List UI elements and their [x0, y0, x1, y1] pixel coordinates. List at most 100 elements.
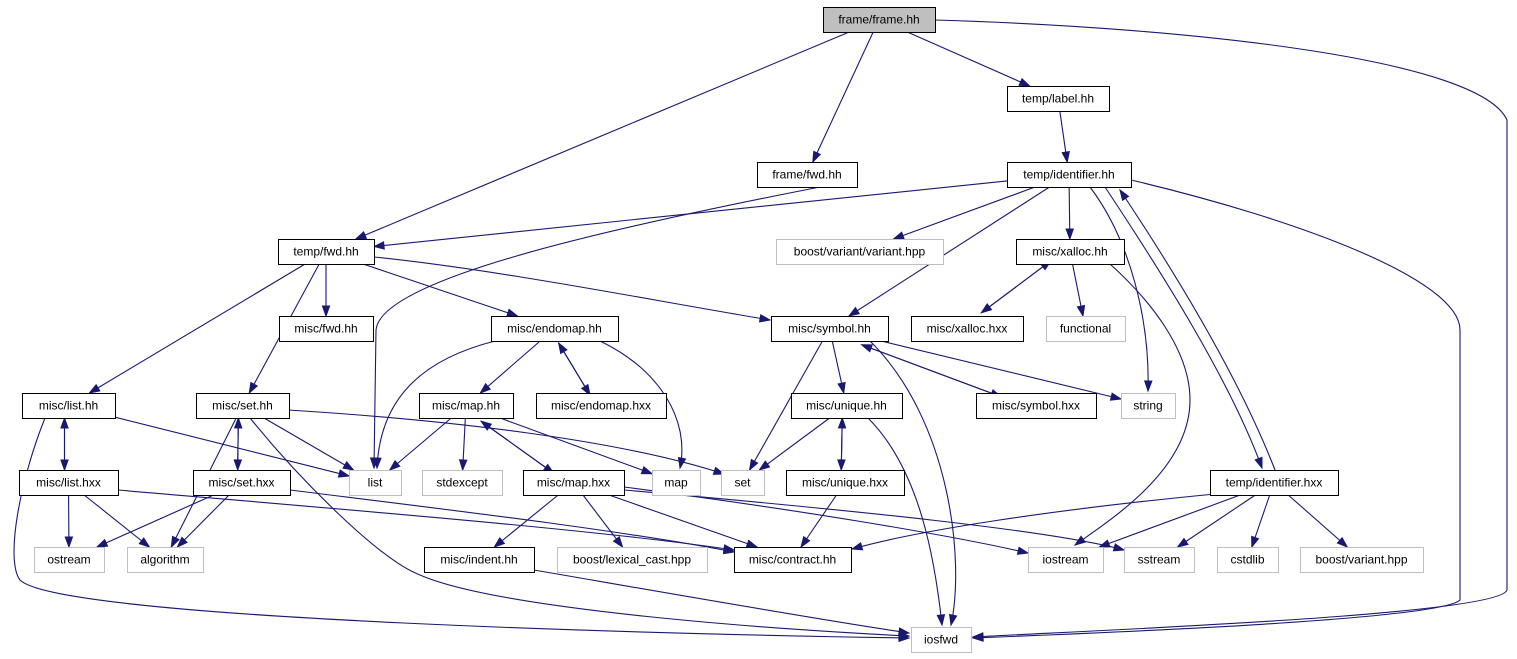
- node-box[interactable]: [911, 627, 972, 653]
- node-misc-map-hh[interactable]: misc/map.hh: [419, 393, 514, 419]
- edge-line: [83, 494, 150, 548]
- edge-arrowhead: [1076, 304, 1086, 318]
- node-misc-contract-hh[interactable]: misc/contract.hh: [734, 547, 852, 573]
- node-label: iosfwd: [924, 633, 958, 647]
- node-box[interactable]: [721, 470, 765, 496]
- node-algorithm[interactable]: algorithm: [127, 547, 204, 573]
- node-box[interactable]: [786, 470, 905, 496]
- node-box[interactable]: [791, 393, 903, 419]
- node-box[interactable]: [976, 393, 1097, 419]
- node-box[interactable]: [1007, 86, 1110, 112]
- node-cstdlib[interactable]: cstdlib: [1217, 547, 1279, 573]
- node-box[interactable]: [278, 239, 375, 265]
- node-box[interactable]: [1217, 547, 1279, 573]
- node-box[interactable]: [34, 547, 105, 573]
- node-temp-identifier-hh[interactable]: temp/identifier.hh: [1007, 162, 1132, 188]
- node-boost-lexical-cast-hpp[interactable]: boost/lexical_cast.hpp: [557, 547, 708, 573]
- node-temp-fwd-hh[interactable]: temp/fwd.hh: [278, 239, 375, 265]
- node-box[interactable]: [279, 316, 374, 342]
- node-frame-fwd-hh[interactable]: frame/fwd.hh: [757, 162, 858, 188]
- node-set[interactable]: set: [721, 470, 765, 496]
- node-box[interactable]: [734, 547, 852, 573]
- edge-misc_symbol_hh-to-misc_unique_hh: [831, 340, 846, 395]
- node-box[interactable]: [22, 393, 116, 419]
- edge-arrowhead: [1097, 539, 1111, 548]
- edge-line: [881, 340, 1122, 400]
- node-box[interactable]: [1121, 393, 1176, 419]
- edge-line: [1177, 494, 1256, 548]
- node-box[interactable]: [424, 547, 535, 573]
- edge-arrowhead: [138, 537, 151, 548]
- node-misc-endomap-hh[interactable]: misc/endomap.hh: [491, 316, 619, 342]
- edge-line: [96, 494, 214, 548]
- node-list[interactable]: list: [349, 470, 402, 496]
- node-label: stdexcept: [436, 476, 488, 490]
- edge-arrowhead: [1119, 188, 1130, 202]
- node-box[interactable]: [776, 239, 944, 265]
- node-box[interactable]: [1028, 547, 1104, 573]
- node-misc-list-hxx[interactable]: misc/list.hxx: [19, 470, 119, 496]
- node-box[interactable]: [196, 393, 290, 419]
- node-misc-indent-hh[interactable]: misc/indent.hh: [424, 547, 535, 573]
- node-box[interactable]: [19, 470, 119, 496]
- node-misc-symbol-hxx[interactable]: misc/symbol.hxx: [976, 393, 1097, 419]
- edge-misc_indent_hh-to-iosfwd: [533, 569, 911, 636]
- edge-misc_symbol_hh-to-iosfwd: [869, 340, 958, 627]
- node-box[interactable]: [491, 316, 619, 342]
- node-label: misc/unique.hxx: [802, 476, 888, 490]
- node-frame-frame-hh[interactable]: frame/frame.hh: [823, 7, 936, 33]
- node-misc-list-hh[interactable]: misc/list.hh: [22, 393, 116, 419]
- node-box[interactable]: [1124, 547, 1195, 573]
- node-misc-set-hxx[interactable]: misc/set.hxx: [193, 470, 291, 496]
- node-box[interactable]: [911, 316, 1024, 342]
- node-box[interactable]: [652, 470, 701, 496]
- edge-arrowhead: [1251, 535, 1260, 549]
- node-boost-variant-variant-hpp[interactable]: boost/variant/variant.hpp: [776, 239, 944, 265]
- node-box[interactable]: [1300, 547, 1424, 573]
- node-misc-endomap-hxx[interactable]: misc/endomap.hxx: [536, 393, 667, 419]
- node-functional[interactable]: functional: [1046, 316, 1126, 342]
- node-box[interactable]: [349, 470, 402, 496]
- node-box[interactable]: [557, 547, 708, 573]
- edge-line: [533, 569, 910, 634]
- node-boost-variant-hpp[interactable]: boost/variant.hpp: [1300, 547, 1424, 573]
- node-box[interactable]: [127, 547, 204, 573]
- node-iostream[interactable]: iostream: [1028, 547, 1104, 573]
- node-box[interactable]: [823, 7, 936, 33]
- node-label: misc/set.hh: [212, 399, 273, 413]
- node-temp-identifier-hxx[interactable]: temp/identifier.hxx: [1210, 470, 1339, 496]
- node-box[interactable]: [1016, 239, 1125, 265]
- node-box[interactable]: [1210, 470, 1339, 496]
- node-misc-map-hxx[interactable]: misc/map.hxx: [523, 470, 625, 496]
- edge-line: [893, 186, 1036, 240]
- node-misc-xalloc-hxx[interactable]: misc/xalloc.hxx: [911, 316, 1024, 342]
- edge-arrowhead: [677, 456, 687, 470]
- edge-arrowhead: [506, 308, 519, 317]
- node-box[interactable]: [523, 470, 625, 496]
- node-map[interactable]: map: [652, 470, 701, 496]
- node-box[interactable]: [422, 470, 503, 496]
- node-misc-xalloc-hh[interactable]: misc/xalloc.hh: [1016, 239, 1125, 265]
- node-box[interactable]: [1007, 162, 1132, 188]
- node-box[interactable]: [1046, 316, 1126, 342]
- node-box[interactable]: [536, 393, 667, 419]
- node-temp-label-hh[interactable]: temp/label.hh: [1007, 86, 1110, 112]
- node-string[interactable]: string: [1121, 393, 1176, 419]
- node-sstream[interactable]: sstream: [1124, 547, 1195, 573]
- edge-arrowhead: [1254, 456, 1263, 470]
- node-box[interactable]: [757, 162, 858, 188]
- edge-temp_identifier_hh-to-temp_identifier_hxx: [1104, 186, 1263, 470]
- node-stdexcept[interactable]: stdexcept: [422, 470, 503, 496]
- edge-temp_identifier_hxx-to-temp_identifier_hh: [1119, 188, 1276, 471]
- node-box[interactable]: [419, 393, 514, 419]
- node-box[interactable]: [193, 470, 291, 496]
- node-label: misc/list.hxx: [36, 476, 101, 490]
- node-iosfwd[interactable]: iosfwd: [911, 627, 972, 653]
- node-misc-set-hh[interactable]: misc/set.hh: [196, 393, 290, 419]
- node-ostream[interactable]: ostream: [34, 547, 105, 573]
- node-misc-unique-hh[interactable]: misc/unique.hh: [791, 393, 903, 419]
- node-misc-unique-hxx[interactable]: misc/unique.hxx: [786, 470, 905, 496]
- node-misc-symbol-hh[interactable]: misc/symbol.hh: [771, 316, 889, 342]
- node-misc-fwd-hh[interactable]: misc/fwd.hh: [279, 316, 374, 342]
- node-box[interactable]: [771, 316, 889, 342]
